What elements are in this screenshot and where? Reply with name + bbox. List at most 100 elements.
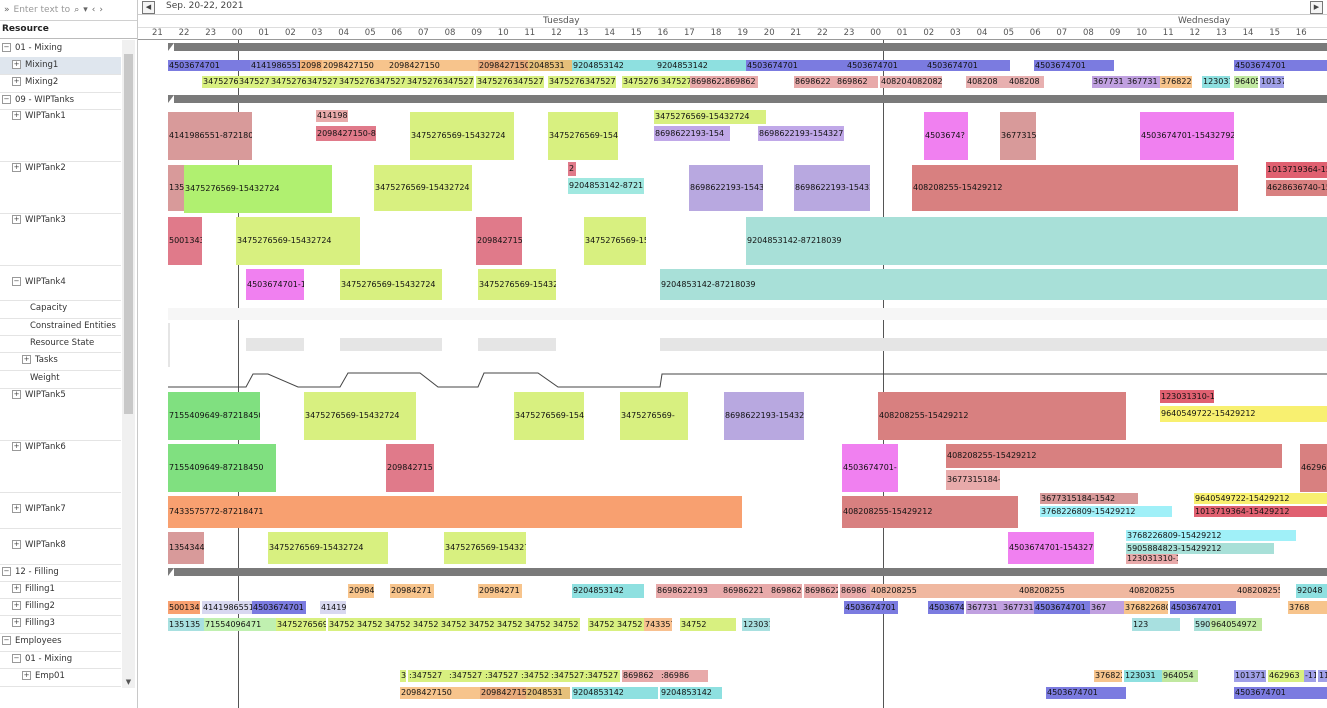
task-bar[interactable]: 4628636740-154	[1266, 180, 1327, 196]
prev-period-button[interactable]: ◀	[142, 1, 155, 14]
tree-row-mixing1[interactable]: +Mixing1	[0, 57, 121, 75]
collapse-icon[interactable]: −	[2, 636, 11, 645]
task-bar[interactable]: 86986	[840, 584, 870, 598]
tree-row-filling1[interactable]: +Filling1	[0, 581, 121, 599]
task-bar[interactable]: 8698622	[690, 76, 724, 88]
task-bar[interactable]: 34752	[468, 618, 496, 631]
task-bar[interactable]: 3768226809-15429212	[1126, 530, 1296, 541]
task-bar[interactable]: 3475276	[270, 76, 306, 88]
task-bar[interactable]: 34752	[588, 618, 616, 631]
task-bar[interactable]: 462963	[1268, 670, 1304, 682]
tree-row-constrained-entities[interactable]: Constrained Entities	[0, 318, 121, 336]
task-bar[interactable]: 367	[1090, 601, 1124, 614]
task-bar[interactable]: :347527	[584, 670, 620, 682]
task-bar[interactable]: 4503674701	[1234, 687, 1327, 699]
task-bar[interactable]: 34752	[496, 618, 524, 631]
collapse-icon[interactable]: −	[12, 277, 21, 286]
collapse-icon[interactable]: −	[2, 567, 11, 576]
task-bar[interactable]: 7433575772	[644, 618, 672, 631]
task-bar[interactable]: 4503674701-1	[246, 269, 304, 300]
task-bar[interactable]: 3475276569-15432724	[654, 110, 766, 124]
task-bar[interactable]: 8698622193-154	[654, 126, 730, 141]
task-bar[interactable]: 7155409649	[204, 618, 250, 631]
task-bar[interactable]: 3475276569	[276, 618, 326, 631]
task-bar[interactable]: 9204853142	[660, 687, 722, 699]
tree-row-01-mixing[interactable]: −01 - Mixing	[0, 651, 121, 669]
task-bar[interactable]: 2098427150	[478, 60, 528, 71]
tree-row-wiptank1[interactable]: +WIPTank1	[0, 109, 121, 162]
task-bar[interactable]: 34752	[616, 618, 644, 631]
filter-icon[interactable]: »	[4, 5, 10, 15]
task-bar[interactable]: 101371	[1260, 76, 1284, 88]
task-bar[interactable]: :347527	[408, 670, 448, 682]
task-bar[interactable]: 4141986551-8721803	[168, 112, 252, 160]
task-bar[interactable]: 408208255	[1018, 584, 1128, 598]
task-bar[interactable]: 347527	[512, 76, 544, 88]
task-bar[interactable]: 4503674701	[1170, 601, 1236, 614]
task-bar[interactable]: 9204853142-87218039	[746, 217, 1327, 265]
task-bar[interactable]: 41419	[320, 601, 346, 614]
task-bar[interactable]: 3475276	[476, 76, 512, 88]
tree-row-wiptank2[interactable]: +WIPTank2	[0, 161, 121, 214]
task-bar[interactable]: 20984271	[390, 584, 434, 598]
task-bar[interactable]: 4141986551	[202, 601, 252, 614]
task-bar[interactable]: 9640549722-15429212	[1160, 406, 1327, 422]
task-bar[interactable]: 86986221	[722, 584, 770, 598]
task-bar[interactable]: 964054	[1162, 670, 1198, 682]
task-bar[interactable]: 34752	[356, 618, 384, 631]
tree-row-weight[interactable]: Weight	[0, 370, 121, 389]
search-input[interactable]: Enter text to	[13, 5, 71, 15]
task-bar[interactable]: 3475276	[338, 76, 374, 88]
task-bar[interactable]: 376822	[1094, 670, 1122, 682]
task-bar[interactable]: 2098	[300, 60, 322, 71]
task-bar[interactable]: 92048	[1296, 584, 1327, 598]
tree-row-tasks[interactable]: +Tasks	[0, 352, 121, 371]
task-bar[interactable]: 3768	[1288, 601, 1327, 614]
expand-icon[interactable]: +	[12, 215, 21, 224]
tree-row-wiptank6[interactable]: +WIPTank6	[0, 440, 121, 493]
task-bar[interactable]: 209842715	[476, 217, 522, 265]
task-bar[interactable]: 3475276569-15432	[478, 269, 556, 300]
task-bar[interactable]: 9204853142	[656, 60, 746, 71]
task-bar[interactable]: 2098427150	[400, 687, 480, 699]
task-bar[interactable]: 7155409649-87218450	[168, 444, 276, 492]
task-bar[interactable]: 367731	[966, 601, 1002, 614]
tree-row-capacity[interactable]: Capacity	[0, 300, 121, 319]
task-bar[interactable]: 3	[400, 670, 406, 682]
task-bar[interactable]: 3768226809	[1124, 601, 1168, 614]
task-bar[interactable]: 135	[168, 618, 184, 631]
task-bar[interactable]: 408208255	[880, 76, 906, 88]
task-bar[interactable]: 101371	[1234, 670, 1266, 682]
task-bar[interactable]: 8698622193	[656, 584, 722, 598]
task-bar[interactable]: 2048531	[526, 687, 570, 699]
task-bar[interactable]: 3677315	[1000, 112, 1036, 160]
task-bar[interactable]: 869862	[622, 670, 660, 682]
task-bar[interactable]: 9204853142-8721	[568, 178, 644, 194]
task-bar[interactable]: 3475276	[202, 76, 238, 88]
tree-row-filling2[interactable]: +Filling2	[0, 598, 121, 616]
task-bar[interactable]: 3475276	[622, 76, 660, 88]
expand-icon[interactable]: +	[22, 671, 31, 680]
task-bar[interactable]: 8698622193-154327	[758, 126, 844, 141]
task-bar[interactable]: 123031310	[742, 618, 770, 631]
task-bar[interactable]: 34752	[328, 618, 356, 631]
expand-icon[interactable]: +	[22, 355, 31, 364]
task-bar[interactable]: 4503674701-15432792	[1140, 112, 1234, 160]
task-bar[interactable]: 4503674	[928, 601, 964, 614]
prev-result-icon[interactable]: ‹	[91, 5, 96, 15]
task-bar[interactable]: 3475276569-15432724	[184, 165, 332, 213]
dropdown-icon[interactable]: ▾	[83, 5, 88, 15]
task-bar[interactable]: 5001343	[168, 217, 202, 265]
task-bar[interactable]: 4082082	[906, 76, 942, 88]
task-bar[interactable]: 4503674701-	[842, 444, 898, 492]
task-bar[interactable]: 71	[250, 618, 276, 631]
task-bar[interactable]: 3475276569-15	[584, 217, 646, 265]
expand-icon[interactable]: +	[12, 390, 21, 399]
task-bar[interactable]: 2098427150	[322, 60, 412, 71]
tree-row-resource-state[interactable]: Resource State	[0, 335, 121, 353]
task-bar[interactable]: 3475276569-15432724	[304, 392, 416, 440]
task-bar[interactable]: 3475276569-15432724	[236, 217, 360, 265]
task-bar[interactable]: 3768226	[1160, 76, 1192, 88]
task-bar[interactable]: 123	[1132, 618, 1180, 631]
expand-icon[interactable]: +	[12, 584, 21, 593]
